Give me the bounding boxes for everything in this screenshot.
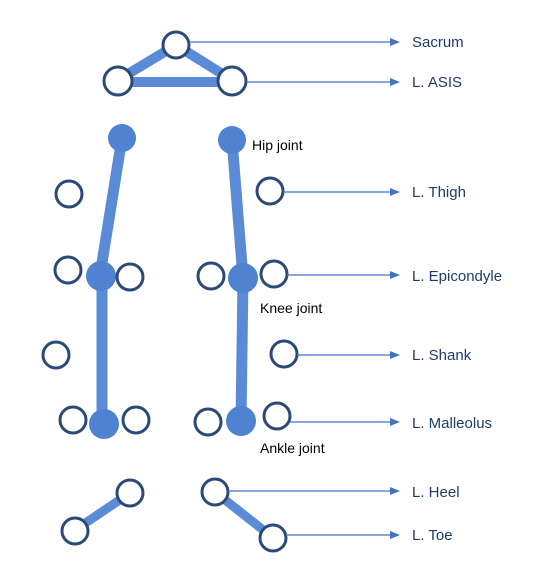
right-hip-joint	[108, 124, 136, 152]
left-knee-joint	[228, 263, 258, 293]
left-heel-marker	[200, 477, 230, 507]
right-ankle-joint	[89, 409, 119, 439]
malleolus-label: L. Malleolus	[412, 415, 492, 432]
right-lateral-epicondyle-marker	[53, 255, 83, 285]
shank-arrowhead	[390, 351, 400, 359]
right-thigh-marker	[54, 179, 84, 209]
left-hip-joint	[218, 126, 246, 154]
heel-arrowhead	[390, 487, 400, 495]
left-shank-marker	[269, 339, 299, 369]
left-asis-marker	[216, 65, 248, 97]
sacrum-arrowhead	[390, 38, 400, 46]
right-heel-marker	[115, 478, 145, 508]
right-leg	[70, 132, 135, 535]
right-thigh-bone	[94, 132, 128, 281]
toe-arrowhead	[390, 531, 400, 539]
left-medial-epicondyle-marker	[196, 261, 226, 291]
hip-joint-label: Hip joint	[252, 137, 303, 153]
right-asis-marker	[102, 65, 134, 97]
right-knee-joint	[86, 261, 116, 291]
epicondyle-arrowhead	[390, 271, 400, 279]
thigh-label: L. Thigh	[412, 184, 466, 201]
epicondyle-label: L. Epicondyle	[412, 268, 502, 285]
left-thigh-bone	[226, 134, 249, 284]
ankle-joint-label: Ankle joint	[260, 440, 325, 456]
left-toe-marker	[258, 523, 288, 553]
left-medial-malleolus-marker	[193, 407, 223, 437]
sacrum-marker	[161, 30, 191, 60]
sacrum-label: Sacrum	[412, 34, 464, 51]
left-thigh-marker	[255, 176, 285, 206]
left-ankle-joint	[226, 406, 256, 436]
left-shank-bone	[235, 272, 249, 428]
heel-label: L. Heel	[412, 484, 460, 501]
shank-label: L. Shank	[412, 347, 472, 364]
arrow-group	[189, 38, 400, 539]
right-lateral-malleolus-marker	[58, 405, 88, 435]
left-lateral-epicondyle-marker	[259, 259, 289, 289]
asis-arrowhead	[390, 78, 400, 86]
right-medial-epicondyle-marker	[115, 262, 145, 292]
right-medial-malleolus-marker	[121, 405, 151, 435]
asis-label: L. ASIS	[412, 74, 462, 91]
thigh-arrowhead	[390, 188, 400, 196]
knee-joint-label: Knee joint	[260, 300, 322, 316]
malleolus-arrowhead	[390, 418, 400, 426]
left-lateral-malleolus-marker	[262, 401, 292, 431]
right-shank-marker	[41, 340, 71, 370]
right-toe-marker	[60, 516, 90, 546]
toe-label: L. Toe	[412, 527, 453, 544]
